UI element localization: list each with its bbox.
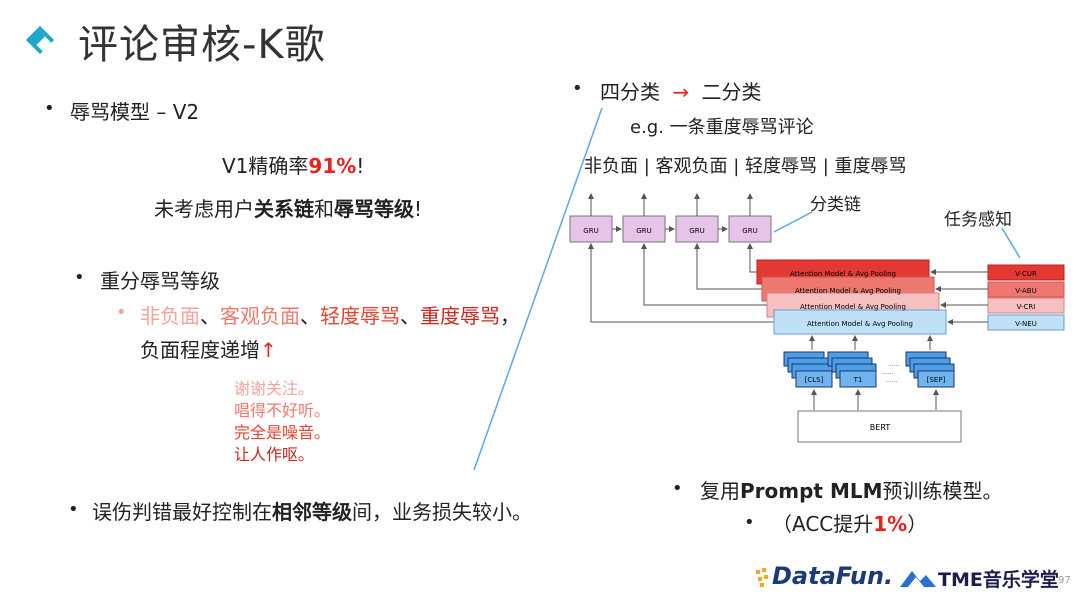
v1-precision-label: V1精确率 (222, 154, 309, 178)
misjudge-pre: 误伤判错最好控制在 (92, 500, 272, 524)
level-non-negative: 非负面 (140, 304, 200, 328)
acc-post: ） (907, 512, 928, 536)
not-considered-suffix: ! (414, 197, 423, 221)
attention-label-1: Attention Model & Avg Pooling (790, 270, 896, 278)
v1-precision-suffix: ! (356, 154, 365, 178)
acc-line: （ACC提升1%） (772, 508, 927, 537)
example-heavy-insult: e.g. 一条重度辱骂评论 (630, 117, 814, 138)
chain-callout-line (773, 211, 813, 233)
levels-line-2: 负面程度递增↑ (140, 334, 277, 363)
gru-box-2 (622, 215, 666, 243)
attention-label-2: Attention Model & Avg Pooling (795, 287, 901, 295)
token-cls-box (795, 370, 833, 388)
negativity-increasing: 负面程度递增 (140, 338, 260, 362)
bullet-dot: • (572, 78, 583, 99)
task-label-abu: V-ABU (1015, 287, 1036, 295)
example-4: 让人作呕。 (234, 445, 315, 464)
bert-label: BERT (870, 423, 891, 432)
arrow-right-icon: → (672, 80, 690, 104)
gru-box-3 (675, 215, 719, 243)
gru-box-4 (728, 215, 772, 243)
misjudge-post: 间，业务损失较小。 (352, 500, 532, 524)
level-light-insult: 轻度辱骂 (320, 304, 400, 328)
bullet-dot: • (44, 98, 55, 119)
bullet-dot: • (68, 499, 79, 520)
task-label-cri: V-CRI (1017, 303, 1036, 311)
tme-logo: TME音乐学堂 (938, 569, 1059, 591)
level-objective-negative: 客观负面 (220, 304, 300, 328)
bullet-dot: • (672, 478, 683, 499)
levels-line: 非负面、客观负面、轻度辱骂、重度辱骂， (140, 300, 520, 329)
acc-value: 1% (873, 512, 908, 536)
four-to-two-line: 四分类 → 二分类 (600, 76, 761, 105)
arrow-up-icon: ↑ (260, 338, 277, 362)
v1-precision-line: V1精确率91%! (222, 150, 364, 179)
attention-label-4: Attention Model & Avg Pooling (807, 320, 913, 328)
attention-block-4 (773, 309, 947, 335)
level-end: ， (500, 304, 520, 328)
level-heavy-insult: 重度辱骂 (420, 304, 500, 328)
task-boxes: V-CUR V-ABU V-CRI V-NEU (930, 264, 1065, 331)
tme-logo-icon (900, 571, 936, 587)
examples-block: 谢谢关注。 唱得不好听。 完全是噪音。 让人作呕。 (234, 378, 330, 466)
gru-row: GRU GRU GRU GRU (569, 193, 772, 243)
relation-chain-text: 关系链 (254, 197, 314, 221)
page-number: 97 (1058, 575, 1071, 586)
insult-level-text: 辱骂等级 (334, 197, 414, 221)
gru-label-3: GRU (689, 227, 704, 235)
level-sep: 、 (300, 304, 320, 328)
datafun-logo: DataFun. (772, 562, 894, 590)
token-dots-3: ...... (886, 377, 898, 384)
token-dots-2: ...... (882, 369, 894, 376)
bullet-dot: • (744, 512, 755, 533)
level-sep: 、 (400, 304, 420, 328)
attention-label-3: Attention Model & Avg Pooling (800, 303, 906, 311)
bullet-misjudge: 误伤判错最好控制在相邻等级间，业务损失较小。 (92, 496, 532, 525)
reuse-prompt-line: 复用Prompt MLM预训练模型。 (700, 475, 1003, 504)
task-label-cur: V-CUR (1015, 270, 1037, 278)
page-title: 评论审核-K歌 (78, 22, 326, 68)
class-list: 非负面 | 客观负面 | 轻度辱骂 | 重度辱骂 (584, 156, 907, 177)
adjacent-level-text: 相邻等级 (272, 500, 352, 524)
not-considered-line: 未考虑用户关系链和辱骂等级! (154, 193, 422, 222)
acc-pre: （ACC提升 (772, 512, 874, 536)
bullet-regrade-levels: 重分辱骂等级 (100, 269, 220, 293)
task-callout-line (1001, 227, 1021, 259)
bert-box (797, 410, 962, 443)
bullet-insult-model-v2: 辱骂模型 – V2 (70, 100, 200, 124)
example-2: 唱得不好听。 (234, 401, 331, 420)
token-cls-label: [CLS] (805, 376, 824, 384)
gru-label-1: GRU (583, 227, 598, 235)
example-3: 完全是噪音。 (234, 423, 331, 442)
bullet-dot: • (74, 267, 85, 288)
task-label-neu: V-NEU (1015, 320, 1037, 328)
two-class-text: 二分类 (701, 80, 762, 104)
gru-label-4: GRU (742, 227, 757, 235)
token-sep-label: [SEP] (927, 376, 946, 384)
token-stacks: [CLS] T1 ...... ...... ...... [SEP] (783, 351, 955, 388)
token-dots-1: ...... (888, 361, 900, 368)
level-sep: 、 (200, 304, 220, 328)
token-t1-label: T1 (853, 376, 863, 384)
token-t1-box (839, 370, 877, 388)
bullet-dot: • (116, 302, 127, 323)
v1-precision-value: 91% (308, 154, 357, 178)
gru-label-2: GRU (636, 227, 651, 235)
four-class-text: 四分类 (600, 80, 660, 104)
not-considered-pre: 未考虑用户 (154, 197, 254, 221)
reuse-pre: 复用 (700, 479, 740, 503)
gru-box-1 (569, 215, 613, 243)
example-1: 谢谢关注。 (234, 379, 315, 398)
reuse-post: 预训练模型。 (882, 479, 1003, 503)
chain-label: 分类链 (810, 195, 861, 215)
datafun-logo-icon (756, 568, 768, 587)
attention-stack: Attention Model & Avg Pooling Attention … (756, 259, 947, 335)
not-considered-and: 和 (314, 197, 334, 221)
prompt-mlm-text: Prompt MLM (740, 479, 883, 503)
token-sep-box (917, 370, 955, 388)
task-aware-label: 任务感知 (944, 210, 1012, 230)
